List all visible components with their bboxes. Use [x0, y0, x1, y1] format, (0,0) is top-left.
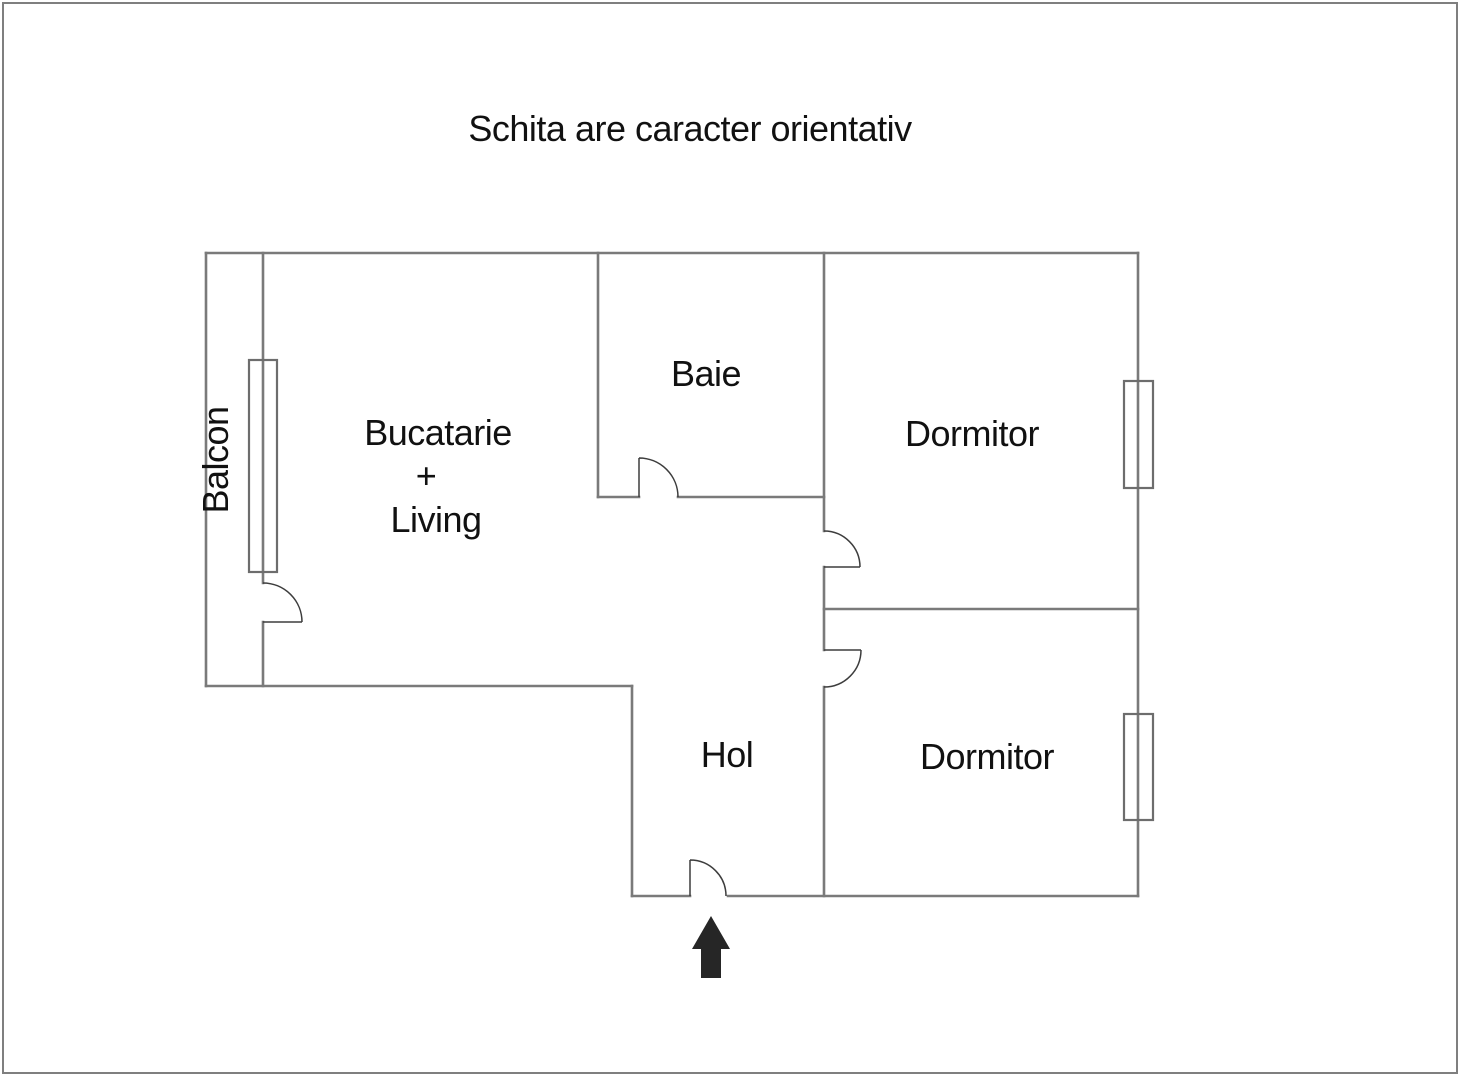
label-hol: Hol — [701, 734, 754, 775]
label-bucatarie: Bucatarie — [364, 412, 512, 453]
door-dormitor-bottom — [823, 649, 862, 688]
windows — [247, 358, 1155, 822]
window-balcon — [247, 358, 279, 574]
outer-walls — [204, 251, 1140, 898]
label-balcon: Balcon — [195, 406, 236, 513]
door-entrance — [689, 859, 727, 897]
entrance-arrow-icon — [692, 916, 730, 978]
interior-walls — [261, 251, 1140, 898]
door-dormitor-top — [823, 530, 861, 568]
label-bucatarie-living: Bucatarie + Living — [364, 412, 512, 540]
label-living: Living — [390, 499, 481, 540]
doors — [262, 457, 862, 897]
label-plus: + — [416, 455, 437, 496]
sketch-title: Schita are caracter orientativ — [468, 108, 912, 149]
room-labels: Balcon Bucatarie + Living Baie Dormitor … — [195, 353, 1055, 777]
window-dormitor-top — [1122, 379, 1155, 490]
label-dormitor-top: Dormitor — [905, 413, 1040, 454]
label-dormitor-bottom: Dormitor — [920, 736, 1055, 777]
window-dormitor-bottom — [1122, 712, 1155, 822]
door-baie — [638, 457, 679, 498]
label-baie: Baie — [671, 353, 741, 394]
door-balcon — [262, 582, 303, 623]
